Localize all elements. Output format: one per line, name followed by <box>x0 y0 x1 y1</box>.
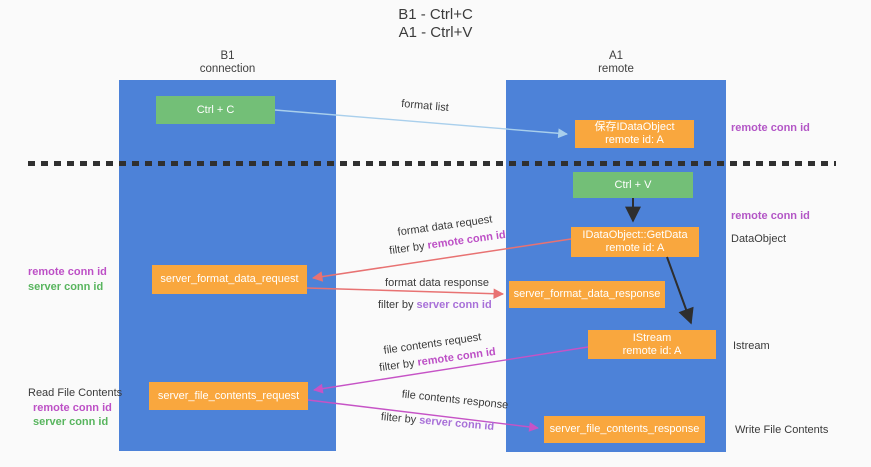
lane-header-a1: A1 remote <box>506 50 726 75</box>
save-dataobject-line2: remote id: A <box>605 134 664 146</box>
left-remote-conn-id-mid: remote conn id <box>28 266 107 278</box>
ctrl-c-label: Ctrl + C <box>196 103 235 116</box>
getdata-box: IDataObject::GetData remote id: A <box>571 227 699 257</box>
istream-line2: remote id: A <box>622 344 682 357</box>
server-format-data-request-box: server_format_data_request <box>152 265 307 294</box>
lane-a1-name: A1 <box>608 50 624 62</box>
filter-prefix: filter by <box>388 239 429 258</box>
server-conn-id-key: server conn id <box>416 299 492 311</box>
save-dataobject-line1: 保存IDataObject <box>594 121 675 133</box>
left-conn-id-legend-mid: remote conn id server conn id <box>28 265 107 294</box>
right-remote-conn-id-top: remote conn id <box>731 122 810 134</box>
getdata-line1: IDataObject::GetData <box>582 229 688 241</box>
lane-header-b1: B1 connection <box>119 50 336 75</box>
save-dataobject-box: 保存IDataObject remote id: A <box>575 120 694 148</box>
filter-prefix: filter by <box>378 356 419 375</box>
ctrl-v-box: Ctrl + V <box>573 172 693 198</box>
format-data-response-label: format data response <box>385 277 489 289</box>
ctrl-v-label: Ctrl + V <box>614 178 652 191</box>
server-format-data-response-label: server_format_data_response <box>513 288 661 300</box>
section-divider <box>28 161 836 166</box>
title-line-1: B1 - Ctrl+C <box>398 6 473 23</box>
format-data-response-filter-label: filter by server conn id <box>378 299 492 311</box>
page-title: B1 - Ctrl+C A1 - Ctrl+V <box>0 6 871 42</box>
lane-b1-subtitle: connection <box>199 62 256 75</box>
lane-a1-subtitle: remote <box>598 62 634 75</box>
lane-b1-name: B1 <box>220 50 235 62</box>
server-format-data-response-box: server_format_data_response <box>509 281 665 308</box>
file-contents-response-label: file contents response <box>401 388 509 412</box>
write-file-contents-label: Write File Contents <box>735 424 829 436</box>
left-remote-conn-id-bottom: remote conn id <box>33 401 112 414</box>
server-file-contents-request-box: server_file_contents_request <box>149 382 308 410</box>
server-conn-id-key: server conn id <box>418 414 495 433</box>
read-file-contents-label: Read File Contents <box>28 387 123 399</box>
istream-side-label: Istream <box>733 340 770 352</box>
right-remote-conn-id-mid: remote conn id <box>731 210 810 222</box>
read-file-contents-block: Read File Contents remote conn id server… <box>28 386 122 430</box>
ctrl-c-box: Ctrl + C <box>156 96 275 124</box>
istream-box: IStream remote id: A <box>588 330 716 359</box>
left-server-conn-id-bottom: server conn id <box>33 416 109 428</box>
server-format-data-request-label: server_format_data_request <box>160 273 299 285</box>
filter-prefix: filter by <box>378 299 417 311</box>
dataobject-label: DataObject <box>731 233 787 245</box>
server-file-contents-request-label: server_file_contents_request <box>157 389 300 402</box>
format-list-label: format list <box>400 97 450 115</box>
title-line-2: A1 - Ctrl+V <box>398 24 473 41</box>
file-contents-response-filter-label: filter by server conn id <box>375 411 501 434</box>
left-server-conn-id-mid: server conn id <box>28 280 104 293</box>
getdata-line2: remote id: A <box>605 242 665 254</box>
filter-prefix: filter by <box>380 411 420 427</box>
server-file-contents-response-label: server_file_contents_response <box>549 423 700 435</box>
server-file-contents-response-box: server_file_contents_response <box>544 416 705 443</box>
istream-line1: IStream <box>632 331 672 344</box>
